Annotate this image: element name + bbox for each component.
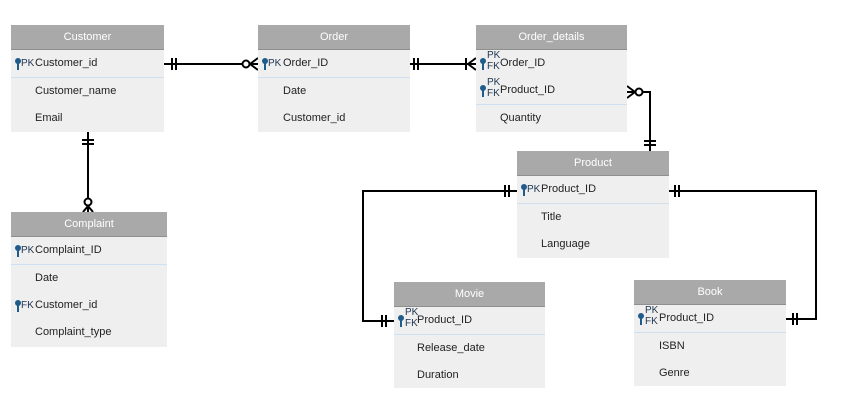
row-date[interactable]: Date: [258, 78, 410, 105]
zero-circle-marker: [241, 59, 251, 69]
key-icon: [262, 58, 268, 70]
zero-or-many-marker: [82, 205, 94, 213]
key-icon: [521, 184, 527, 196]
zero-or-many-marker: [249, 57, 259, 71]
field-name: Date: [283, 85, 307, 97]
row-customer-id[interactable]: FK Customer_id: [11, 292, 167, 319]
row-product-id[interactable]: PK FK Product_ID: [394, 307, 545, 335]
key-icon: [638, 313, 644, 325]
field-name: Complaint_ID: [35, 244, 102, 256]
zero-circle-marker: [83, 197, 93, 207]
field-name: Customer_name: [35, 85, 117, 97]
row-customer-id[interactable]: PK Customer_id: [11, 50, 164, 78]
entity-order-details[interactable]: Order_details PK FK Order_ID PK FK Produ…: [476, 25, 627, 132]
key-icon: [480, 85, 486, 97]
row-customer-id[interactable]: Customer_id: [258, 105, 410, 132]
row-email[interactable]: Email: [11, 105, 164, 132]
pk-fk-badge: PK FK: [479, 50, 505, 77]
key-icon: [15, 58, 21, 70]
row-order-id[interactable]: PK Order_ID: [258, 50, 410, 78]
key-icon: [398, 315, 404, 327]
row-product-id[interactable]: PK FK Product_ID: [634, 305, 786, 333]
entity-header: Order_details: [476, 25, 627, 50]
entity-customer[interactable]: Customer PK Customer_id Customer_name Em…: [11, 25, 164, 132]
entity-header: Product: [517, 151, 669, 176]
one-mandatory-marker: [82, 139, 94, 145]
field-name: Order_ID: [500, 57, 546, 69]
field-name: ISBN: [659, 340, 685, 352]
foreign-key-badge: FK: [14, 292, 40, 319]
row-date[interactable]: Date: [11, 265, 167, 292]
field-name: Duration: [417, 369, 459, 381]
primary-key-badge: PK: [520, 176, 546, 203]
entity-product[interactable]: Product PK Product_ID Title Language: [517, 151, 669, 258]
row-complaint-id[interactable]: PK Complaint_ID: [11, 237, 167, 265]
entity-order[interactable]: Order PK Order_ID Date Customer_id: [258, 25, 410, 132]
row-release-date[interactable]: Release_date: [394, 335, 545, 362]
one-mandatory-marker: [792, 313, 798, 325]
row-genre[interactable]: Genre: [634, 360, 786, 387]
row-quantity[interactable]: Quantity: [476, 105, 627, 132]
row-customer-name[interactable]: Customer_name: [11, 78, 164, 105]
field-name: Email: [35, 112, 63, 124]
field-name: Complaint_type: [35, 326, 112, 338]
one-mandatory-marker: [504, 185, 510, 197]
key-icon: [15, 245, 21, 257]
row-product-id[interactable]: PK Product_ID: [517, 176, 669, 204]
entity-header: Book: [634, 280, 786, 305]
field-name: Customer_id: [35, 299, 98, 311]
connector-product-movie: [362, 190, 517, 322]
key-icon: [480, 58, 486, 70]
zero-or-many-marker: [626, 85, 636, 99]
row-language[interactable]: Language: [517, 231, 669, 258]
one-mandatory-marker: [413, 58, 419, 70]
row-product-id[interactable]: PK FK Product_ID: [476, 77, 627, 105]
pk-fk-badge: PK FK: [397, 307, 423, 334]
one-mandatory-marker: [644, 140, 656, 146]
entity-header: Movie: [394, 282, 545, 307]
entity-complaint[interactable]: Complaint PK Complaint_ID Date FK Custom…: [11, 212, 167, 347]
field-name: Release_date: [417, 342, 485, 354]
row-duration[interactable]: Duration: [394, 362, 545, 389]
key-icon: [15, 300, 21, 312]
field-name: Genre: [659, 367, 690, 379]
field-name: Title: [541, 211, 562, 223]
row-title[interactable]: Title: [517, 204, 669, 231]
field-name: Product_ID: [541, 183, 597, 195]
field-name: Product_ID: [500, 84, 556, 96]
primary-key-badge: PK: [14, 50, 40, 77]
entity-header: Order: [258, 25, 410, 50]
primary-key-badge: PK: [14, 237, 40, 264]
pk-fk-badge: PK FK: [479, 77, 505, 104]
entity-header: Complaint: [11, 212, 167, 237]
entity-book[interactable]: Book PK FK Product_ID ISBN Genre: [634, 280, 786, 386]
connector-product-book: [669, 190, 817, 320]
row-complaint-type[interactable]: Complaint_type: [11, 319, 167, 346]
connector-orderdetails-product: [627, 91, 651, 151]
entity-header: Customer: [11, 25, 164, 50]
field-name: Product_ID: [659, 312, 715, 324]
field-name: Date: [35, 272, 59, 284]
field-name: Quantity: [500, 112, 541, 124]
one-mandatory-marker: [674, 185, 680, 197]
field-name: Customer_id: [35, 57, 98, 69]
one-or-many-marker: [465, 57, 477, 71]
pk-fk-badge: PK FK: [637, 305, 663, 332]
row-order-id[interactable]: PK FK Order_ID: [476, 50, 627, 77]
field-name: Product_ID: [417, 314, 473, 326]
entity-movie[interactable]: Movie PK FK Product_ID Release_date Dura…: [394, 282, 545, 388]
field-name: Order_ID: [283, 57, 329, 69]
field-name: Customer_id: [283, 112, 346, 124]
one-mandatory-marker: [171, 58, 177, 70]
one-mandatory-marker: [381, 315, 387, 327]
zero-circle-marker: [634, 87, 644, 97]
field-name: Language: [541, 238, 590, 250]
primary-key-badge: PK: [261, 50, 287, 77]
row-isbn[interactable]: ISBN: [634, 333, 786, 360]
